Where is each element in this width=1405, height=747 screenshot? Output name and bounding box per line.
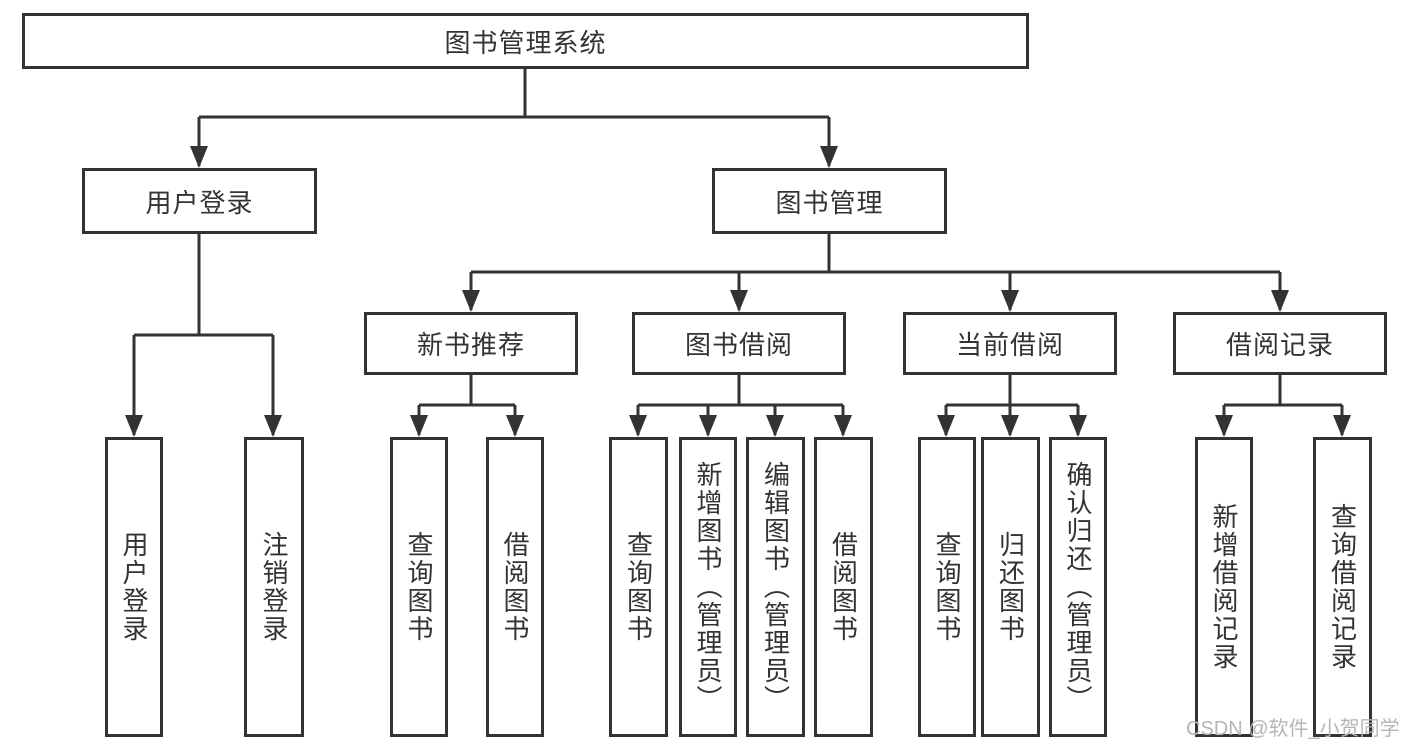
arrowheads bbox=[125, 146, 1351, 437]
node-label: 新增图书（管理员） bbox=[693, 461, 723, 713]
leaf-confirm-return-admin: 确认归还（管理员） bbox=[1049, 437, 1107, 737]
node-book-borrowing: 图书借阅 bbox=[632, 312, 846, 375]
node-label: 当前借阅 bbox=[955, 330, 1064, 360]
node-borrow-records: 借阅记录 bbox=[1173, 312, 1387, 375]
node-label: 查询借阅记录 bbox=[1327, 503, 1358, 671]
leaf-logout: 注销登录 bbox=[244, 437, 304, 737]
node-label: 编辑图书（管理员） bbox=[760, 461, 791, 713]
leaf-add-book-admin: 新增图书（管理员） bbox=[679, 437, 737, 737]
node-label: 图书管理系统 bbox=[444, 27, 607, 58]
node-label: 新增借阅记录 bbox=[1209, 503, 1239, 671]
leaf-borrow-book: 借阅图书 bbox=[814, 437, 873, 737]
csdn-watermark: CSDN @软件_小贺同学 bbox=[1186, 718, 1400, 740]
node-label: 新书推荐 bbox=[416, 330, 525, 360]
node-book-management: 图书管理 bbox=[712, 168, 947, 234]
node-user-login: 用户登录 bbox=[82, 168, 317, 234]
node-label: 归还图书 bbox=[995, 531, 1026, 643]
leaf-query-books-borrow: 查询图书 bbox=[609, 437, 668, 737]
node-new-book-recommend: 新书推荐 bbox=[364, 312, 578, 375]
node-label: 注销登录 bbox=[259, 531, 289, 643]
leaf-query-books-recommend: 查询图书 bbox=[390, 437, 448, 737]
leaf-query-borrow-record: 查询借阅记录 bbox=[1313, 437, 1372, 737]
node-label: 用户登录 bbox=[119, 531, 149, 643]
node-label: 确认归还（管理员） bbox=[1063, 461, 1093, 713]
node-label: 图书管理 bbox=[775, 187, 884, 218]
leaf-add-borrow-record: 新增借阅记录 bbox=[1195, 437, 1253, 737]
node-label: 用户登录 bbox=[145, 187, 254, 218]
node-label: 借阅图书 bbox=[828, 531, 859, 643]
leaf-user-login: 用户登录 bbox=[105, 437, 163, 737]
node-label: 查询图书 bbox=[404, 531, 434, 643]
node-label: 查询图书 bbox=[932, 531, 962, 643]
node-label: 图书借阅 bbox=[684, 330, 793, 360]
node-label: 借阅记录 bbox=[1225, 330, 1334, 360]
leaf-query-books-current: 查询图书 bbox=[918, 437, 976, 737]
node-label: 借阅图书 bbox=[500, 531, 530, 643]
leaf-edit-book-admin: 编辑图书（管理员） bbox=[746, 437, 805, 737]
node-label: 查询图书 bbox=[623, 531, 654, 643]
leaf-borrow-books-recommend: 借阅图书 bbox=[486, 437, 544, 737]
node-current-borrowing: 当前借阅 bbox=[903, 312, 1117, 375]
leaf-return-book: 归还图书 bbox=[981, 437, 1040, 737]
node-library-management-system: 图书管理系统 bbox=[22, 13, 1029, 69]
